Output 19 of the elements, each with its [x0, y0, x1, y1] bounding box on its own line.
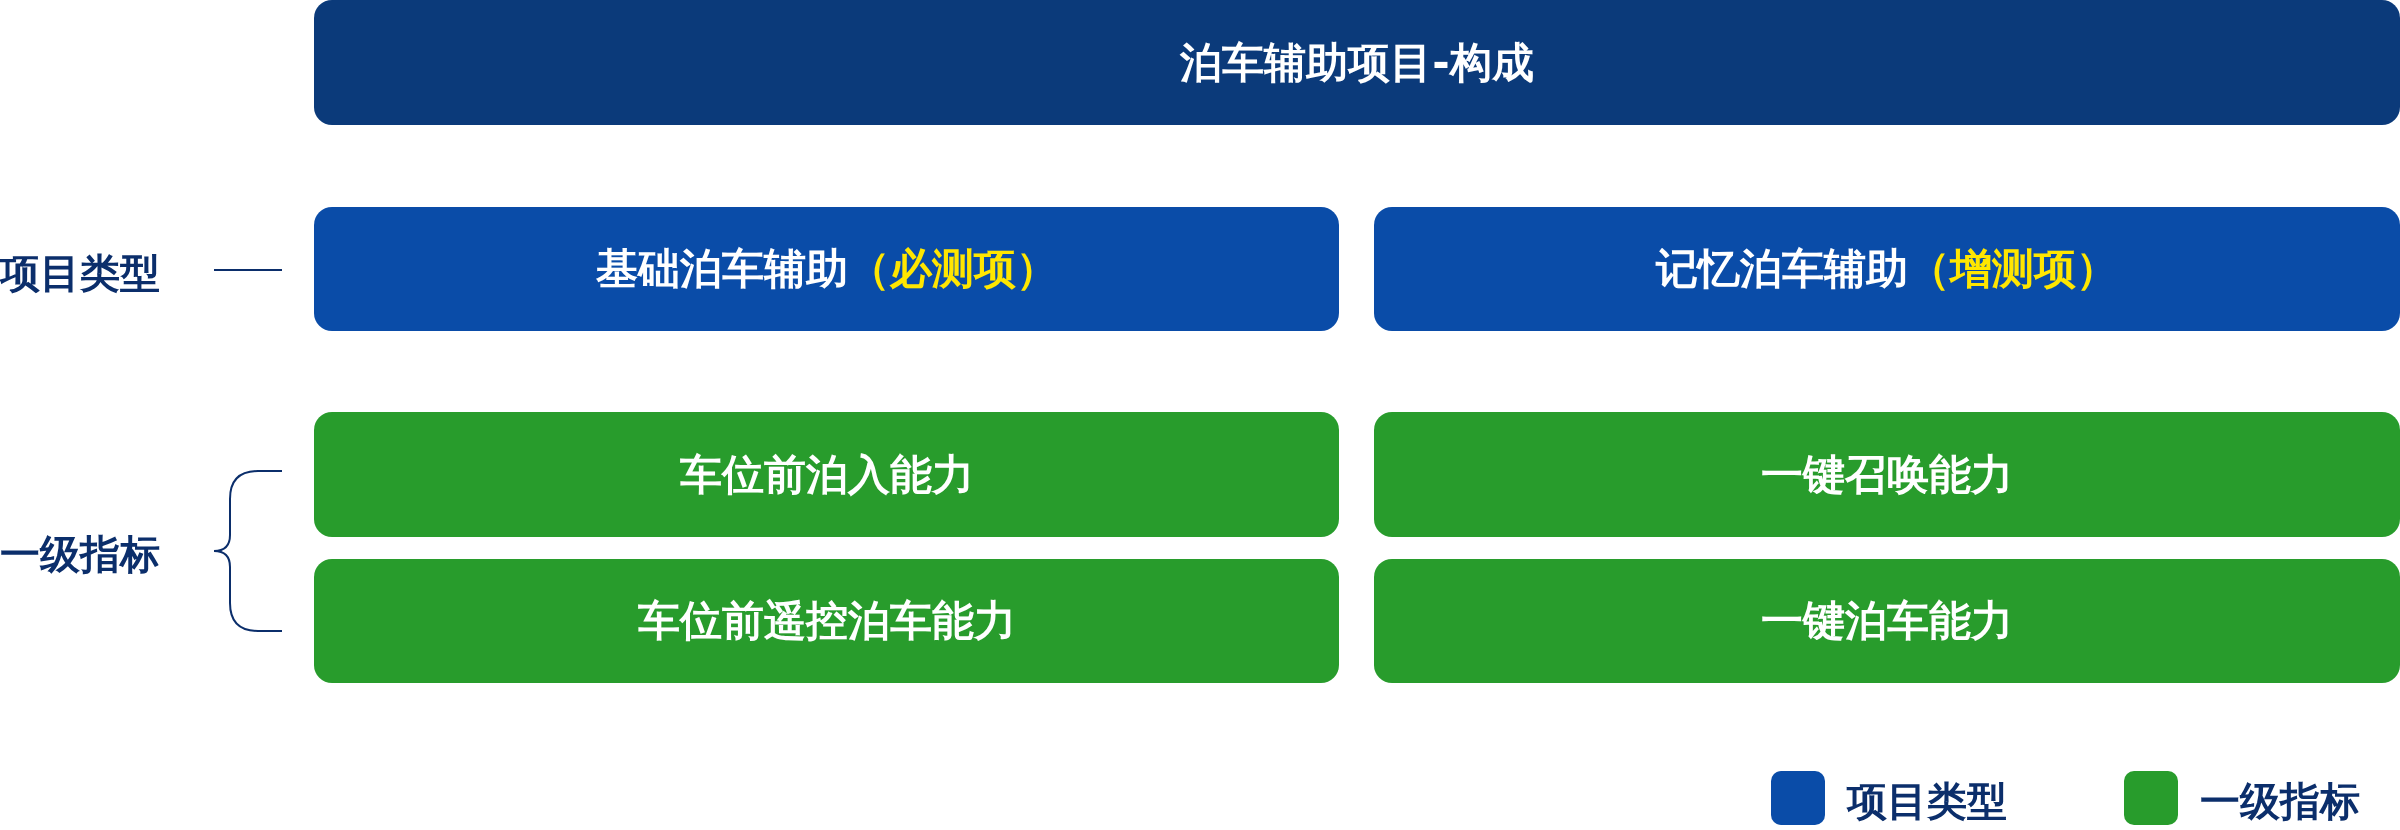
box-title: 一键泊车能力 — [1761, 595, 2013, 647]
category-box — [314, 207, 1339, 331]
row-label: 一级指标 — [0, 530, 160, 579]
box-title: 一键召唤能力 — [1761, 448, 2013, 501]
indicator-box — [1374, 559, 2400, 683]
box-title: 泊车辅助项目-构成 — [1180, 36, 1534, 89]
box-title: 车位前泊入能力 — [679, 448, 974, 501]
indicator-box — [314, 559, 1339, 683]
indicator-box — [1374, 412, 2400, 537]
box-title: 记忆泊车辅助 — [1656, 243, 1908, 295]
note-text: （必测项） — [847, 243, 1058, 295]
category-box — [1374, 207, 2400, 331]
note-text: （增测项） — [1908, 243, 2118, 295]
legend-label: 项目类型 — [1847, 777, 2007, 826]
header-bar — [314, 0, 2400, 125]
indicator-box — [314, 412, 1339, 537]
box-title: 基础泊车辅助 — [595, 243, 848, 295]
legend-label: 一级指标 — [2200, 777, 2360, 826]
box-title: 车位前遥控泊车能力 — [637, 595, 1016, 647]
